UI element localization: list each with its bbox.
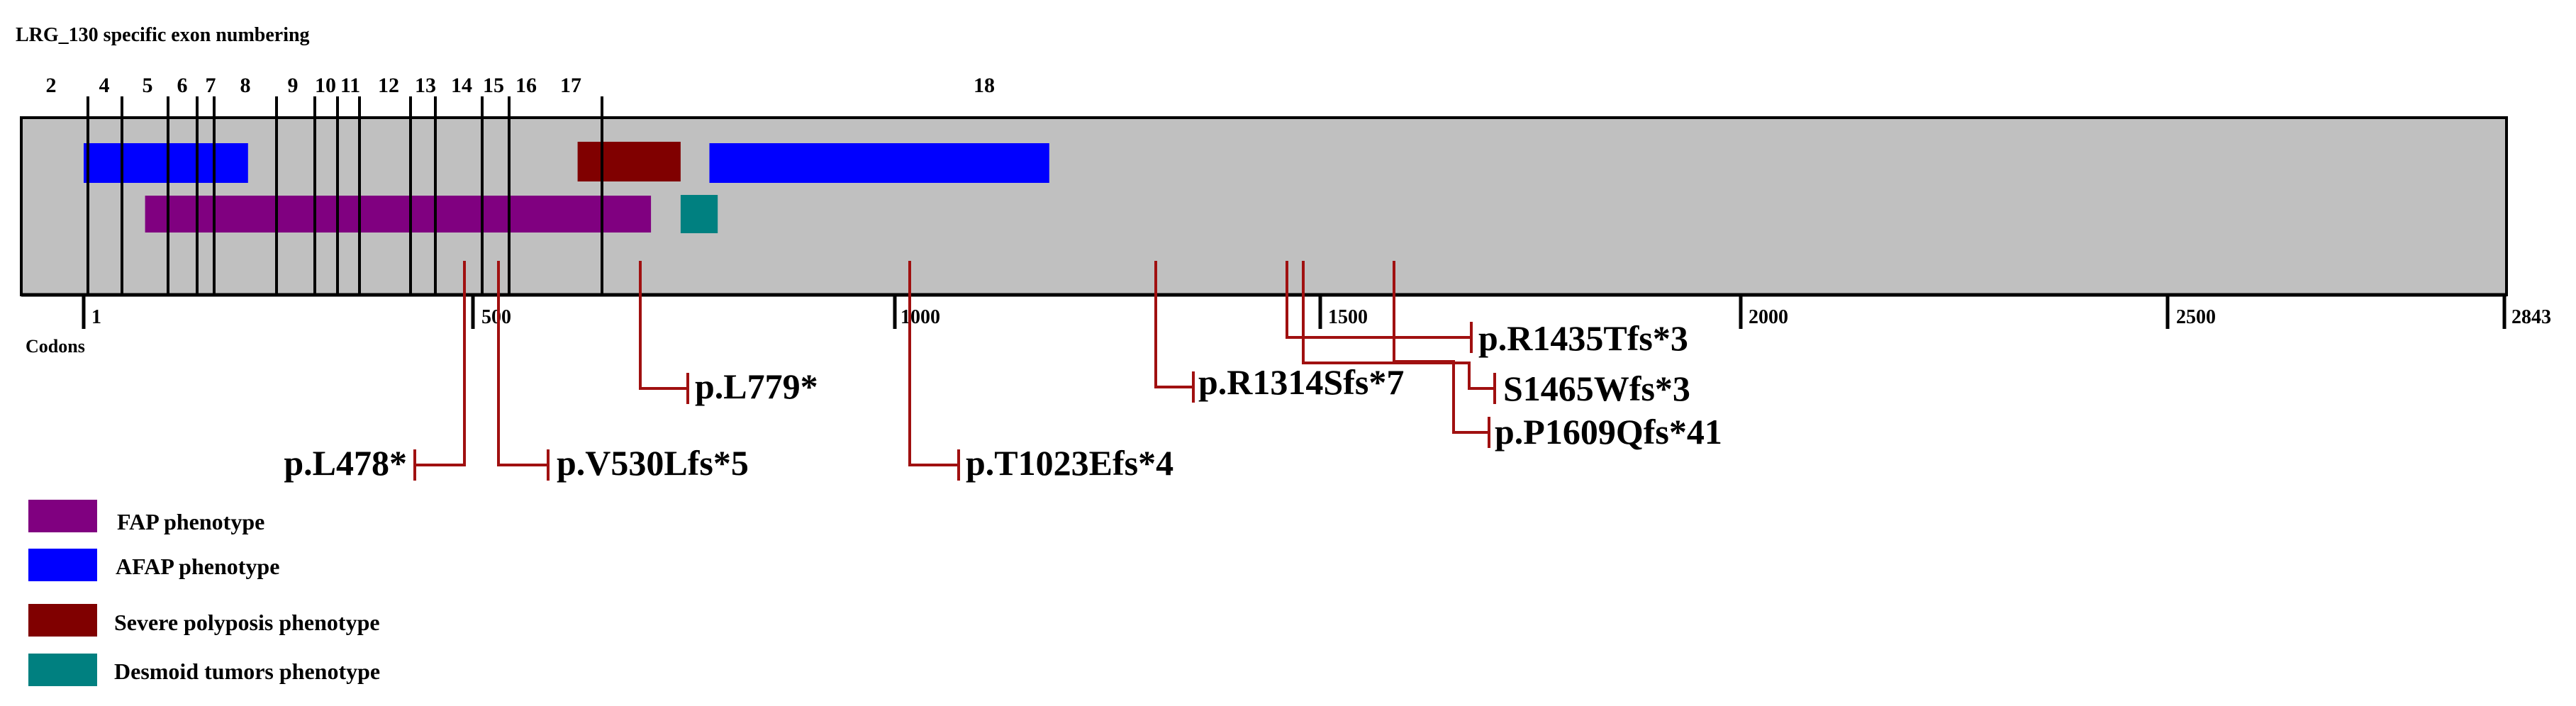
mutation-label: p.L779* (695, 366, 818, 406)
phenotype-bar (680, 195, 718, 233)
legend-swatch-fap (28, 500, 97, 532)
legend-swatch-afap (28, 549, 97, 581)
axis-tick-label: 500 (481, 306, 511, 328)
exon-label: 9 (288, 74, 299, 97)
mutation-callout-line (1286, 261, 1471, 339)
exon-label: 13 (415, 74, 436, 97)
exon-labels: 2 4 5 6 7 8 9 10 11 12 13 14 15 16 17 18 (46, 74, 996, 97)
mutation-label: p.P1609Qfs*41 (1495, 412, 1722, 452)
exon-label: 14 (451, 74, 472, 97)
exon-label: 11 (340, 74, 360, 97)
mutation-callout-line (1393, 261, 1489, 434)
phenotype-bar (145, 196, 652, 232)
mutation-labels: p.L478* p.V530Lfs*5 p.L779* p.T1023Efs*4… (284, 318, 1722, 483)
exon-label: 15 (483, 74, 504, 97)
axis-tick-label: 2000 (1749, 306, 1788, 328)
mutation-label: S1465Wfs*3 (1503, 369, 1690, 408)
exon-label: 6 (177, 74, 188, 97)
phenotype-bar (84, 143, 248, 183)
mutation-callout-line (1154, 261, 1193, 388)
legend-label-afap: AFAP phenotype (116, 554, 279, 579)
mutation-label: p.R1435Tfs*3 (1478, 318, 1688, 358)
mutation-callout-line (908, 261, 959, 466)
axis-tick-label: 2843 (2511, 306, 2551, 328)
legend-swatch-severe (28, 604, 97, 637)
phenotype-bar (709, 143, 1049, 183)
legend-label-desmoid: Desmoid tumors phenotype (114, 659, 380, 684)
exon-boundary-lines (87, 96, 603, 295)
mutation-label: p.L478* (284, 443, 407, 483)
axis-tick-label: 1 (91, 306, 101, 328)
exon-label: 4 (99, 74, 110, 97)
phenotype-bar (577, 142, 681, 181)
exon-label: 17 (560, 74, 581, 97)
mutation-label: p.T1023Efs*4 (966, 443, 1173, 483)
mutation-callout-lines (413, 261, 1496, 481)
mutation-label: p.R1314Sfs*7 (1198, 362, 1404, 402)
legend-label-severe: Severe polyposis phenotype (114, 610, 380, 635)
mutation-callout-line (1302, 261, 1495, 390)
axis-tick-label: 1500 (1328, 306, 1368, 328)
mutation-callout-line (415, 261, 466, 466)
exon-label: 5 (143, 74, 153, 97)
exon-label: 16 (515, 74, 537, 97)
exon-label: 18 (974, 74, 995, 97)
mutation-callout-line (497, 261, 548, 466)
exon-label: 8 (240, 74, 251, 97)
legend-swatch-desmoid (28, 654, 97, 686)
legend: FAP phenotype AFAP phenotype Severe poly… (28, 500, 380, 686)
exon-label: 12 (378, 74, 399, 97)
legend-label-fap: FAP phenotype (117, 509, 264, 534)
axis-label: Codons (26, 336, 85, 357)
exon-label: 10 (315, 74, 336, 97)
diagram-title: LRG_130 specific exon numbering (16, 24, 310, 46)
mutation-label: p.V530Lfs*5 (557, 443, 749, 483)
phenotype-bars (84, 142, 1049, 233)
axis-tick-labels: 1 500 1000 1500 2000 2500 2843 (91, 306, 2551, 328)
axis-ticks (82, 295, 2507, 329)
exon-label: 2 (46, 74, 57, 97)
mutation-callout-line (639, 261, 688, 390)
axis-tick-label: 2500 (2176, 306, 2216, 328)
axis-tick-label: 1000 (901, 306, 940, 328)
exon-label: 7 (206, 74, 216, 97)
